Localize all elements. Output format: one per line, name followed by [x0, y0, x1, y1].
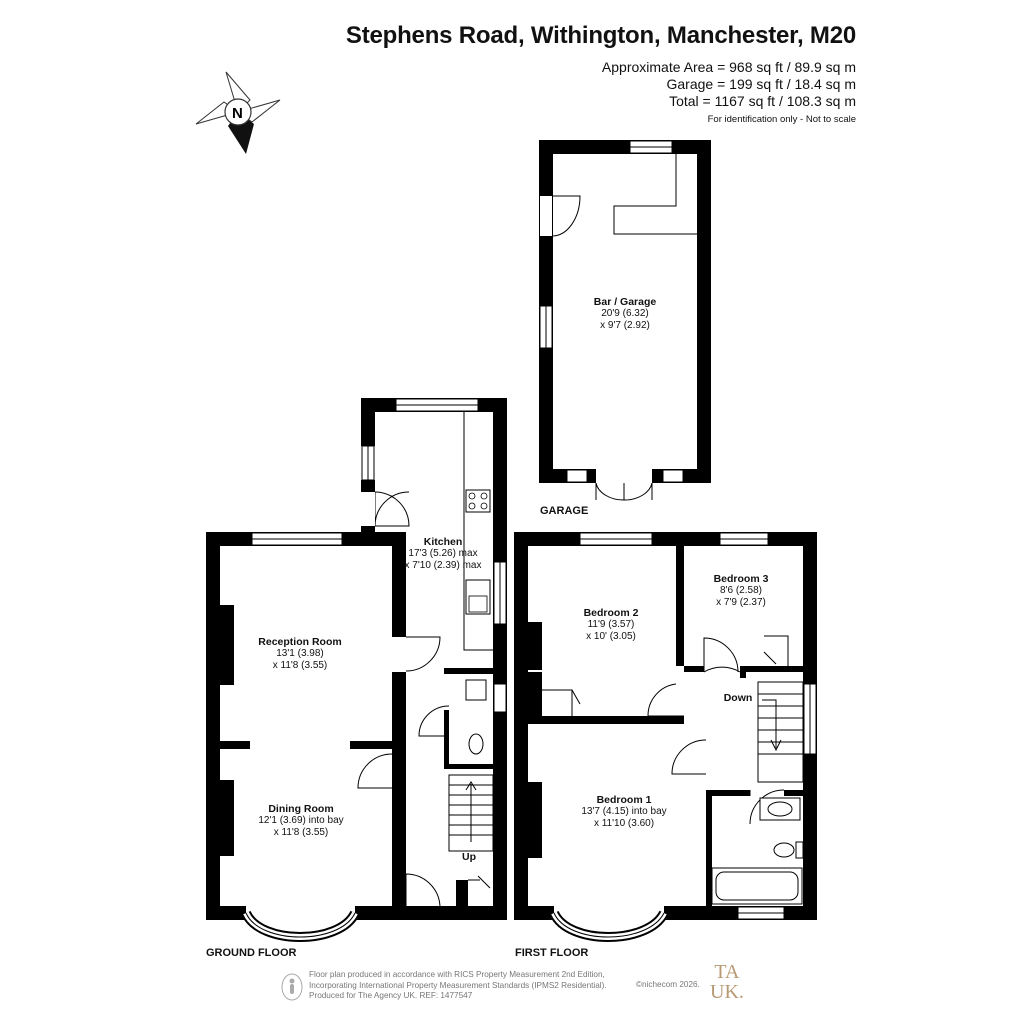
copyright-text: ©nichecom 2026.	[636, 980, 700, 989]
garage-area: Garage = 199 sq ft / 18.4 sq m	[666, 76, 857, 92]
room-dimension: 13'7 (4.15) into bay	[581, 806, 667, 817]
room-dimension: x 9'7 (2.92)	[600, 320, 650, 331]
total-area: Total = 1167 sq ft / 108.3 sq m	[669, 93, 856, 109]
logo-line: TA	[714, 961, 740, 983]
room-bar-garage: Bar / Garage 20'9 (6.32) x 9'7 (2.92)	[580, 296, 670, 332]
garage-windows	[539, 140, 684, 483]
room-dimension: x 10' (3.05)	[586, 631, 636, 642]
room-bedroom-3: Bedroom 3 8'6 (2.58) x 7'9 (2.37)	[698, 573, 784, 609]
room-name: Reception Room	[258, 636, 342, 648]
room-bedroom-1: Bedroom 1 13'7 (4.15) into bay x 11'10 (…	[564, 794, 684, 830]
room-dimension: x 7'10 (2.39) max	[404, 560, 482, 571]
room-dimension: x 7'9 (2.37)	[716, 597, 766, 608]
stairs-down-label: Down	[716, 692, 760, 705]
room-name: Bedroom 2	[583, 607, 639, 619]
stairs-up-text: Up	[462, 851, 476, 863]
room-dimension: 12'1 (3.69) into bay	[258, 815, 344, 826]
room-dimension: 17'3 (5.26) max	[408, 548, 478, 559]
room-name: Dining Room	[268, 803, 334, 815]
ground-stairs	[448, 774, 494, 852]
footer-line: Incorporating International Property Mea…	[309, 980, 607, 990]
first-stairs	[757, 681, 804, 783]
room-dimension: 13'1 (3.98)	[276, 648, 324, 659]
room-dimension: x 11'8 (3.55)	[272, 660, 328, 671]
footer-notes: Floor plan produced in accordance with R…	[309, 970, 607, 1002]
compass-letter: N	[232, 105, 243, 122]
rics-person-icon	[281, 973, 303, 1001]
room-dining: Dining Room 12'1 (3.69) into bay x 11'8 …	[246, 803, 356, 839]
room-kitchen: Kitchen 17'3 (5.26) max x 7'10 (2.39) ma…	[398, 536, 488, 572]
disclaimer: For identification only - Not to scale	[707, 114, 856, 125]
ground-floor-label: GROUND FLOOR	[206, 947, 297, 959]
room-dimension: 11'9 (3.57)	[587, 619, 635, 630]
room-reception: Reception Room 13'1 (3.98) x 11'8 (3.55)	[250, 636, 350, 672]
room-dimension: x 11'8 (3.55)	[273, 827, 329, 838]
page-title: Stephens Road, Withington, Manchester, M…	[345, 22, 856, 49]
room-name: Kitchen	[423, 536, 463, 548]
first-floor-windows	[579, 532, 817, 920]
ground-floor-windows	[251, 398, 507, 713]
room-name: Bedroom 3	[713, 573, 769, 585]
stairs-up-label: Up	[452, 851, 486, 864]
approximate-area: Approximate Area = 968 sq ft / 89.9 sq m	[601, 59, 856, 75]
ground-floor-walls	[206, 398, 507, 920]
room-dimension: 20'9 (6.32)	[601, 308, 649, 319]
room-bedroom-2: Bedroom 2 11'9 (3.57) x 10' (3.05)	[566, 607, 656, 643]
room-name: Bar / Garage	[593, 296, 657, 308]
footer-line: Floor plan produced in accordance with R…	[309, 970, 605, 979]
north-arrow-icon: N	[195, 71, 281, 154]
garage-label: GARAGE	[540, 505, 589, 517]
agency-logo: TA UK.	[710, 962, 744, 1002]
room-dimension: 8'6 (2.58)	[720, 585, 762, 596]
stairs-down-text: Down	[723, 692, 753, 704]
first-floor-label: FIRST FLOOR	[515, 947, 589, 959]
footer-line: Produced for The Agency UK. REF: 1477547	[309, 991, 473, 1000]
logo-line: UK.	[710, 981, 744, 1003]
room-name: Bedroom 1	[596, 794, 652, 806]
room-dimension: x 11'10 (3.60)	[593, 818, 655, 829]
